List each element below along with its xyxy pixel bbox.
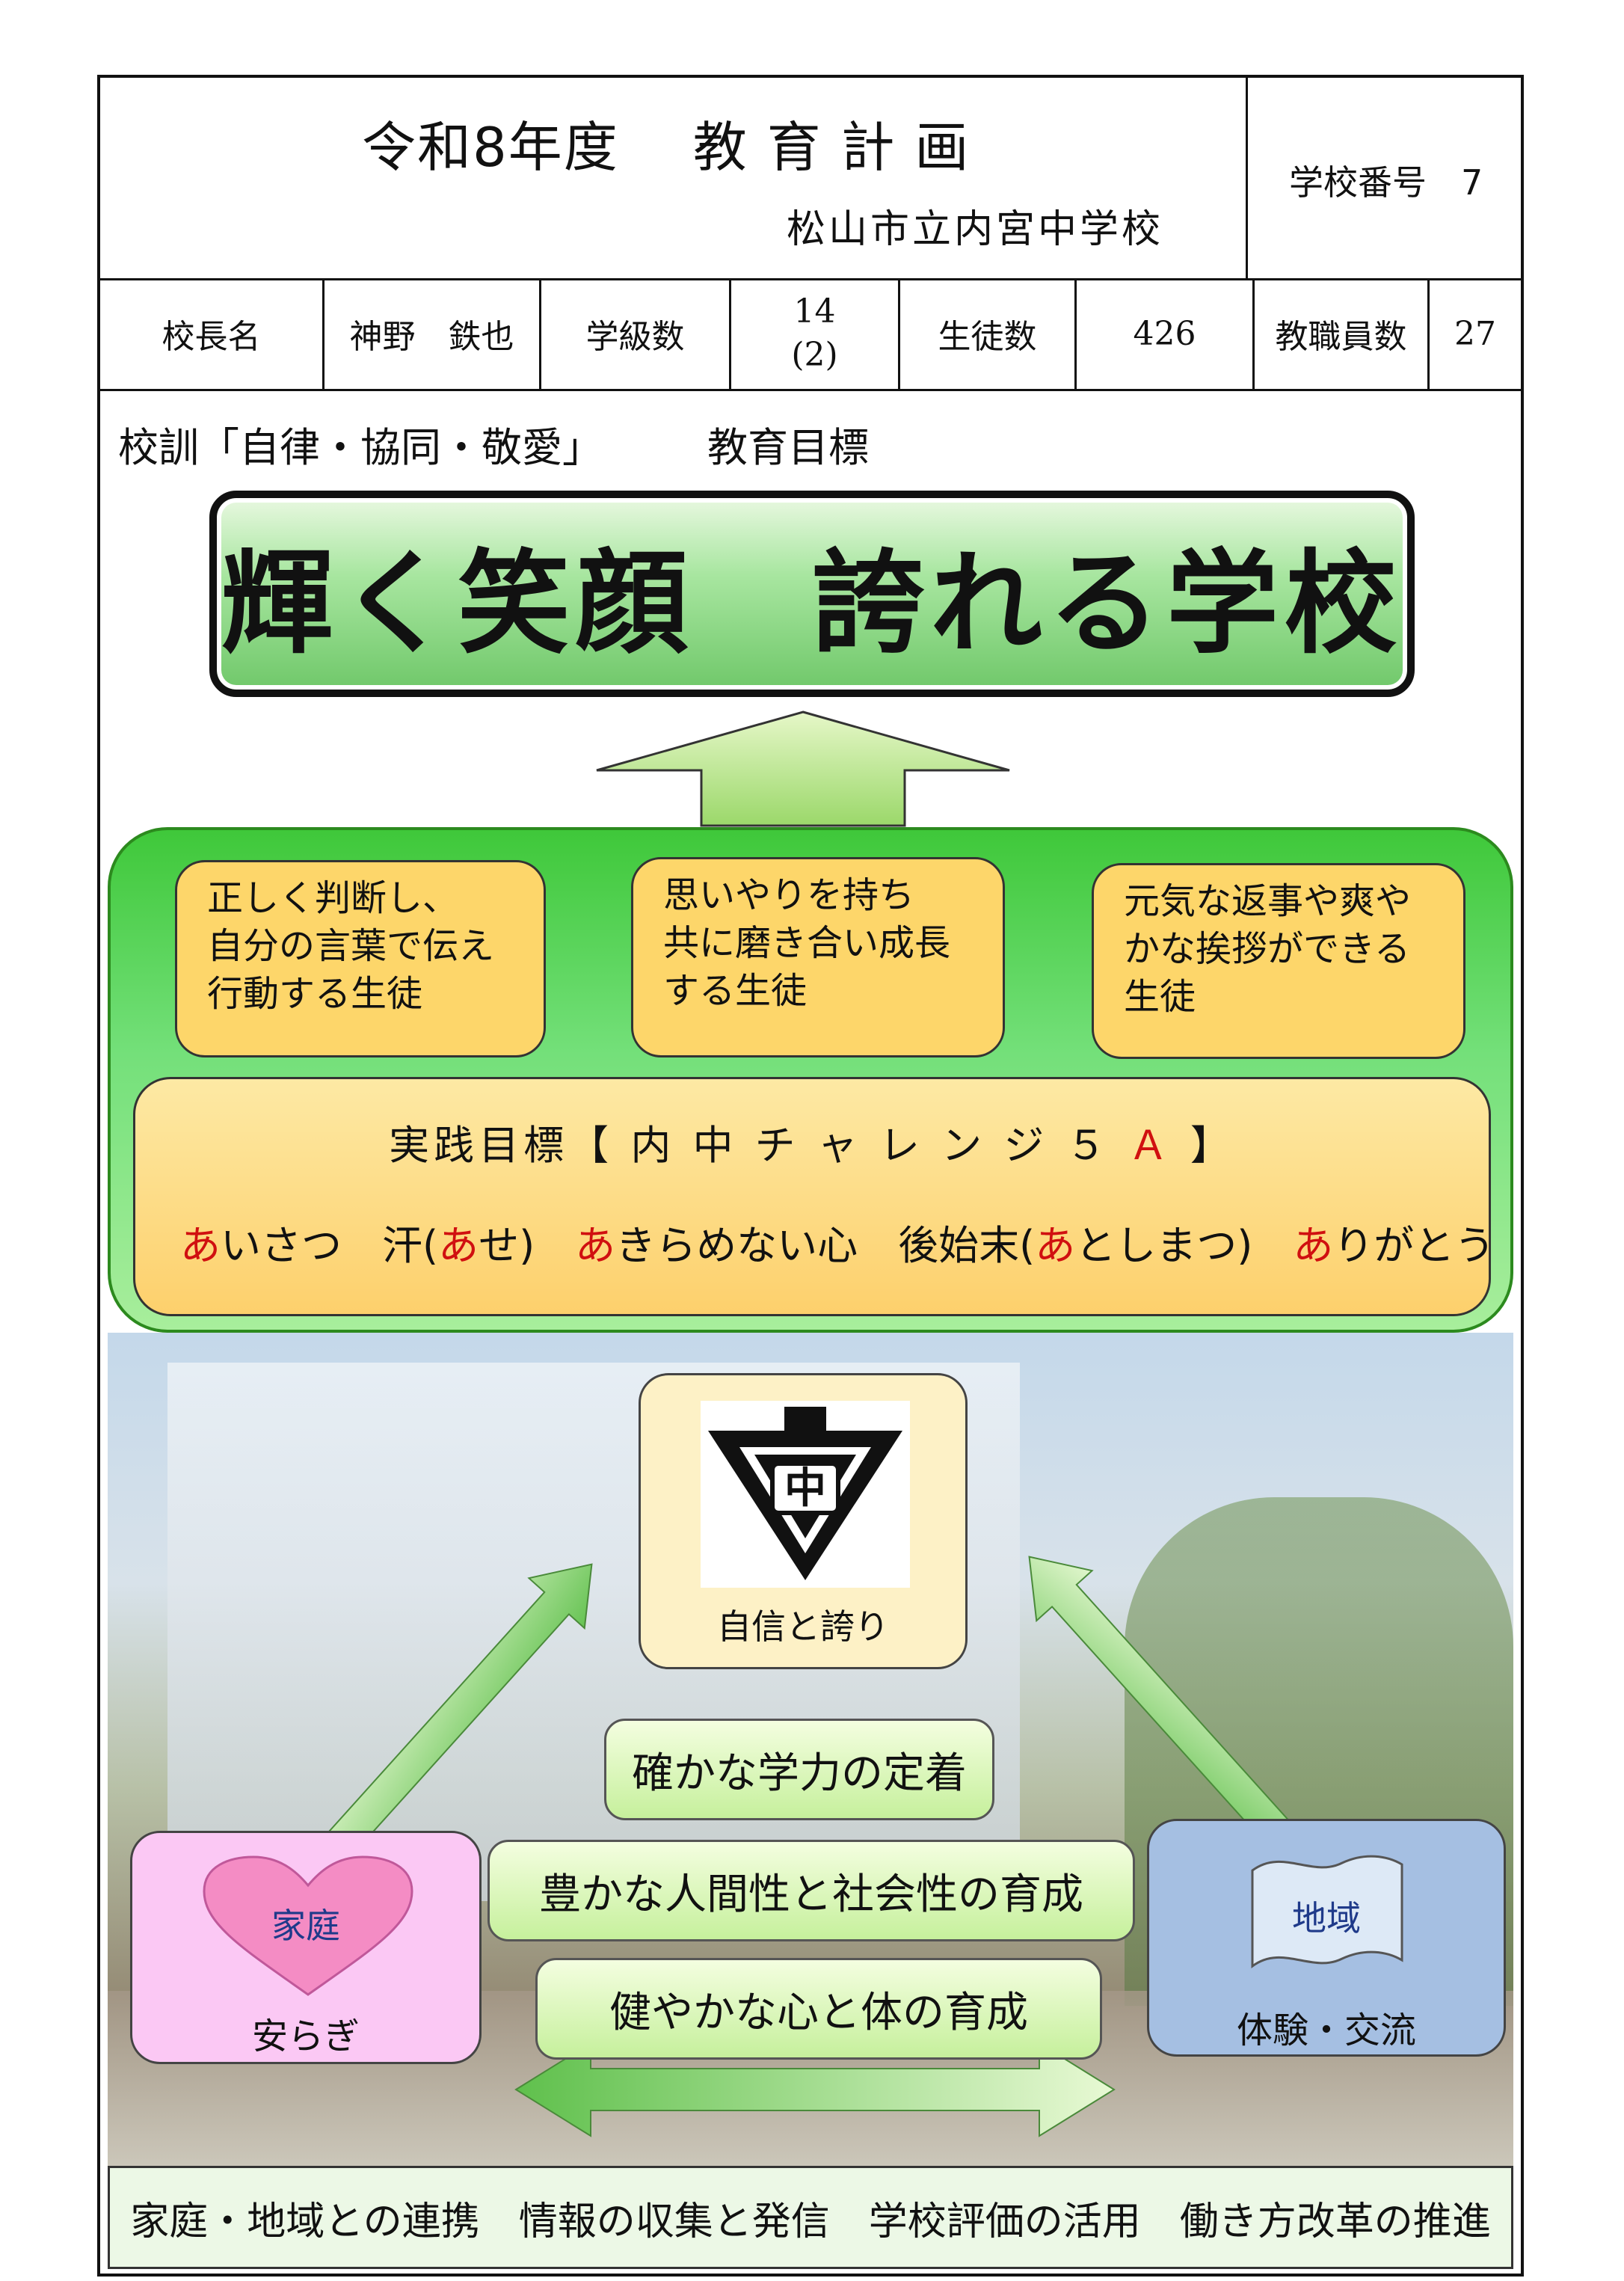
pillar-health: 健やかな心と体の育成 xyxy=(535,1958,1102,2060)
practice-goal-box: 実践目標【 内 中 チ ャ レ ン ジ ５ Ａ 】 あいさつ 汗(あせ) あきら… xyxy=(133,1077,1495,1316)
pillar-academic: 確かな学力の定着 xyxy=(604,1719,994,1820)
class-count: 14 (2) xyxy=(731,278,900,389)
double-arrow-icon xyxy=(514,2042,1116,2137)
ideal-1-line-3: 行動する生徒 xyxy=(207,973,423,1015)
emblem-card: 中 自信と誇り xyxy=(639,1373,968,1669)
school-photo-background: 中 自信と誇り 確かな学力の定着 豊かな人間性と社会性の育成 健やかな心と体の育… xyxy=(108,1333,1513,2167)
practice-title-text: 実践目標【 内 中 チ ャ レ ン ジ ５ xyxy=(389,1122,1128,1169)
pillar-character: 豊かな人間性と社会性の育成 xyxy=(487,1840,1135,1941)
ideal-1-line-2: 自分の言葉で伝え xyxy=(207,925,495,967)
principal-label: 校長名 xyxy=(100,278,325,389)
main-goal-box: 輝く笑顔 誇れる学校 xyxy=(209,491,1415,697)
footer-policies: 家庭・地域との連携 情報の収集と発信 学校評価の活用 働き方改革の推進 xyxy=(108,2166,1513,2269)
scroll-flag-icon xyxy=(1251,1855,1403,1968)
ideal-3-line-2: かな挨拶ができる xyxy=(1124,928,1411,970)
class-count-label: 学級数 xyxy=(541,278,731,389)
school-emblem-icon: 中 xyxy=(708,1407,902,1580)
practice-title: 実践目標【 内 中 チ ャ レ ン ジ ５ Ａ 】 xyxy=(135,1112,1489,1171)
school-motto: 校訓「自律・協同・敬愛」 xyxy=(118,424,603,471)
header-row: 令和8年度 教 育 計 画 松山市立内宮中学校 学校番号 7 xyxy=(100,78,1521,280)
heart-icon xyxy=(203,1855,413,1996)
main-goal: 輝く笑顔 誇れる学校 xyxy=(221,538,1403,669)
school-number-label: 学校番号 xyxy=(1289,162,1427,203)
principal-name: 神野 鉄也 xyxy=(325,278,541,389)
staff-count: 27 xyxy=(1454,314,1496,353)
accent-a: あ xyxy=(1293,1222,1334,1269)
school-number: 学校番号 7 xyxy=(1289,156,1483,205)
community-label: 地域 xyxy=(1292,1898,1361,1938)
emblem-caption: 自信と誇り xyxy=(717,1606,889,1647)
school-number-value: 7 xyxy=(1461,162,1483,203)
student-count: 426 xyxy=(1077,278,1255,389)
keyword-text: きらめない心 後始末( xyxy=(615,1222,1036,1269)
community-card: 地域 体験・交流 xyxy=(1147,1819,1506,2057)
student-ideals-panel: 正しく判断し、 自分の言葉で伝え 行動する生徒 思いやりを持ち 共に磨き合い成長… xyxy=(108,827,1513,1333)
accent-a: あ xyxy=(438,1222,479,1269)
ideal-card-3: 元気な返事や爽や かな挨拶ができる 生徒 xyxy=(1092,863,1465,1059)
goal-heading: 教育目標 xyxy=(707,424,869,471)
info-row: 校長名 神野 鉄也 学級数 14 (2) 生徒数 426 教職員数 27 xyxy=(100,278,1521,391)
home-label: 家庭 xyxy=(271,1906,340,1946)
up-arrow-icon xyxy=(596,710,1010,827)
plan-sheet: 令和8年度 教 育 計 画 松山市立内宮中学校 学校番号 7 校長名 神野 鉄也… xyxy=(97,75,1524,2277)
keyword-text: りがとう xyxy=(1333,1222,1495,1269)
accent-a: あ xyxy=(575,1222,616,1269)
ideal-card-1: 正しく判断し、 自分の言葉で伝え 行動する生徒 xyxy=(175,860,546,1057)
ideal-2-line-3: する生徒 xyxy=(663,970,808,1012)
ideal-3-line-1: 元気な返事や爽や xyxy=(1124,880,1412,922)
practice-title-accent: Ａ xyxy=(1128,1122,1173,1169)
header-table: 令和8年度 教 育 計 画 松山市立内宮中学校 学校番号 7 校長名 神野 鉄也… xyxy=(100,78,1521,391)
staff-count-label: 教職員数 xyxy=(1255,278,1430,389)
school-emblem: 中 xyxy=(701,1401,910,1588)
ideal-2-line-1: 思いやりを持ち xyxy=(663,874,915,916)
page-title: 令和8年度 教 育 計 画 xyxy=(362,116,971,179)
home-caption: 安らぎ xyxy=(251,2016,360,2057)
home-card: 家庭 安らぎ xyxy=(130,1831,482,2064)
divider xyxy=(1246,78,1248,278)
community-caption: 体験・交流 xyxy=(1236,2010,1416,2051)
accent-a: あ xyxy=(180,1222,221,1269)
keyword-text: としまつ) xyxy=(1075,1222,1294,1269)
keyword-text: いさつ 汗( xyxy=(221,1222,439,1269)
class-count-value: 14 xyxy=(793,292,836,331)
ideal-1-line-1: 正しく判断し、 xyxy=(207,877,459,919)
ideal-2-line-2: 共に磨き合い成長 xyxy=(663,922,951,964)
ideal-card-2: 思いやりを持ち 共に磨き合い成長 する生徒 xyxy=(631,857,1005,1057)
class-count-sub: (2) xyxy=(791,336,838,374)
practice-keywords: あいさつ 汗(あせ) あきらめない心 後始末(あとしまつ) ありがとう xyxy=(180,1212,1495,1271)
student-count-label: 生徒数 xyxy=(900,278,1077,389)
emblem-char: 中 xyxy=(784,1464,826,1513)
accent-a: あ xyxy=(1035,1222,1076,1269)
ideal-3-line-3: 生徒 xyxy=(1124,976,1196,1018)
school-name: 松山市立内宮中学校 xyxy=(787,207,1164,252)
keyword-text: せ) xyxy=(479,1222,576,1269)
practice-title-end: 】 xyxy=(1172,1122,1235,1169)
